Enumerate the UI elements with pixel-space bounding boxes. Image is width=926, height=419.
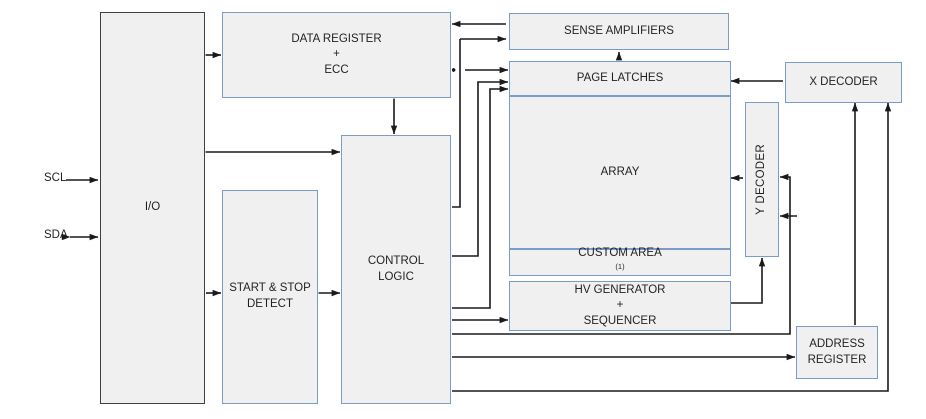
block-io-label: I/O [144, 201, 161, 214]
wire-hv-ydecoder [730, 257, 766, 304]
signal-label-scl: SCL [44, 172, 67, 184]
block-array[interactable]: ARRAY [509, 96, 731, 249]
block-address-register-label-2: REGISTER [807, 353, 867, 366]
block-hv-generator-label-3: SEQUENCER [583, 314, 657, 327]
block-start-stop-label-1: START & STOP [229, 282, 311, 295]
block-sense-amplifiers[interactable]: SENSE AMPLIFIERS [509, 13, 729, 50]
block-data-register[interactable]: DATA REGISTER + ECC [222, 12, 451, 98]
block-control-logic-label-2: LOGIC [378, 270, 414, 283]
wire-control-xdecoder [452, 102, 892, 392]
block-y-decoder[interactable]: Y DECODER [745, 102, 779, 257]
block-hv-generator-label-1: HV GENERATOR [574, 283, 666, 296]
block-data-register-label-2: + [333, 48, 340, 61]
signal-label-sda: SDA [44, 229, 68, 241]
block-y-decoder-label: Y DECODER [755, 144, 768, 215]
block-data-register-label-3: ECC [324, 63, 349, 76]
block-start-stop-label-2: DETECT [247, 298, 293, 310]
block-hv-generator-label-2: + [616, 299, 624, 312]
wire-control-pagelatches-1 [452, 78, 509, 257]
block-x-decoder-label: X DECODER [809, 75, 878, 88]
block-start-stop-detect[interactable]: START & STOP DETECT [222, 190, 318, 404]
block-control-logic[interactable]: CONTROL LOGIC [341, 135, 451, 404]
block-address-register[interactable]: ADDRESS REGISTER [796, 326, 878, 379]
block-io[interactable]: I/O [100, 12, 205, 404]
custom-area-footnote-marker: (1) [615, 261, 625, 271]
block-control-logic-label-1: CONTROL [367, 254, 425, 267]
wire-datareg-branch [452, 39, 461, 208]
block-custom-area[interactable]: CUSTOM AREA(1) [509, 247, 731, 276]
block-page-latches-label: PAGE LATCHES [576, 71, 664, 84]
block-hv-generator[interactable]: HV GENERATOR + SEQUENCER [509, 281, 731, 331]
block-data-register-label-1: DATA REGISTER [291, 32, 382, 45]
block-page-latches[interactable]: PAGE LATCHES [509, 61, 731, 96]
wire-control-pagelatches-2 [452, 85, 509, 309]
block-sense-amplifiers-label: SENSE AMPLIFIERS [564, 24, 674, 37]
wire-hop [451, 68, 456, 72]
block-custom-area-label: CUSTOM AREA(1) [578, 247, 662, 271]
block-address-register-label-1: ADDRESS [809, 337, 865, 350]
block-array-label: ARRAY [600, 165, 640, 178]
block-x-decoder[interactable]: X DECODER [785, 62, 902, 103]
wire-control-ydecoder-1 [452, 173, 791, 335]
